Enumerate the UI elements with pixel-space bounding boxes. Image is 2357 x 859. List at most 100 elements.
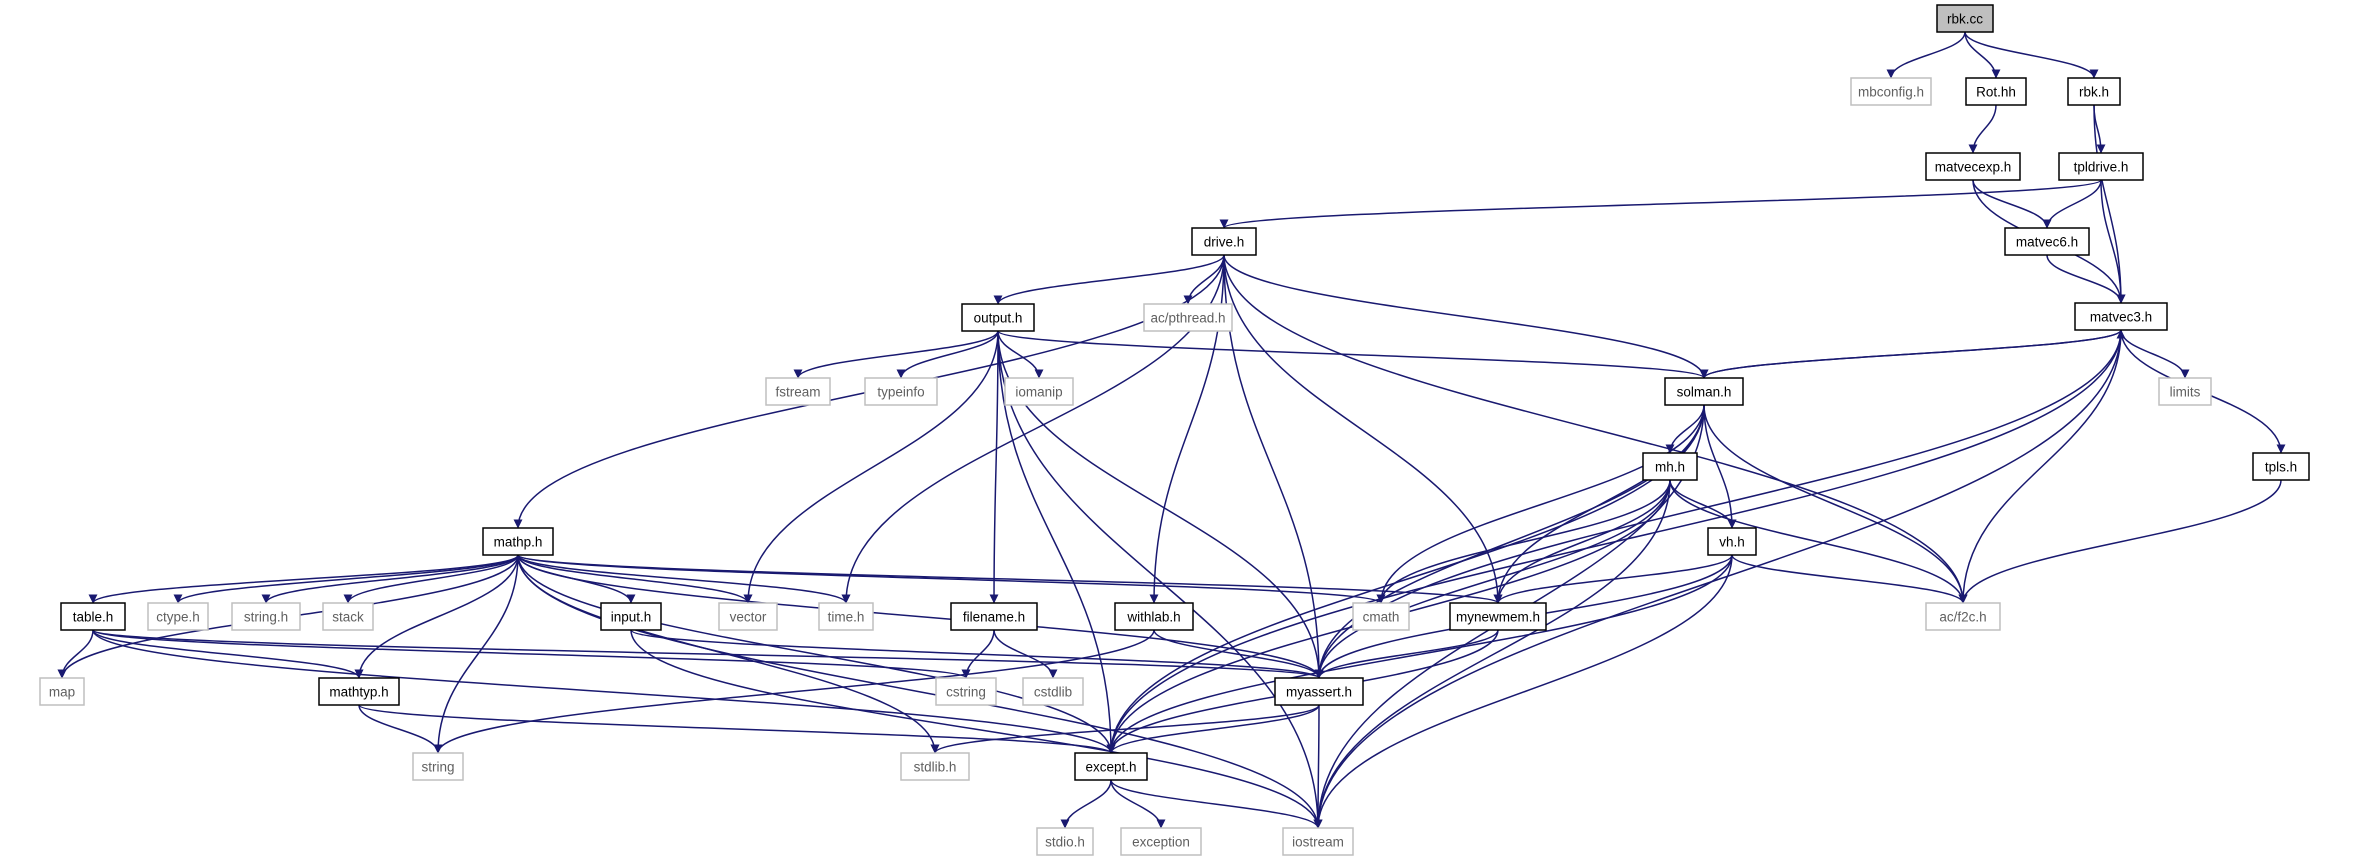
edge-mathp-h-to-mathtyp-h [354,554,519,679]
edge-mathp-h-to-table-h [88,554,519,604]
node-limits: limits [2158,377,2212,406]
node-output-h[interactable]: output.h [961,303,1035,332]
node-box [900,752,970,781]
node-box [2004,227,2090,256]
edge-mathp-h-to-ctype-h [173,554,519,604]
edge-mathp-h-to-mynewmem-h [517,554,1503,604]
node-table-h[interactable]: table.h [60,602,126,631]
edge-output-h-to-typeinfo [896,330,999,379]
node-label: drive.h [1204,235,1245,250]
edge-mathp-h-to-myassert-h [517,554,1324,679]
node-rot-hh[interactable]: Rot.hh [1965,77,2027,106]
node-box [412,752,464,781]
node-label: except.h [1085,760,1136,775]
edge-table-h-to-map [57,629,94,679]
node-box [2074,302,2168,331]
node-input-h[interactable]: input.h [600,602,662,631]
edge-vh-h-to-iostream [1313,554,1733,829]
node-ctype-h: ctype.h [147,602,209,631]
node-box [765,377,831,406]
node-label: tpls.h [2265,460,2297,475]
node-box [1074,752,1148,781]
node-matvec6-h[interactable]: matvec6.h [2004,227,2090,256]
edge-drive-h-to-output-h [993,254,1225,305]
node-solman-h[interactable]: solman.h [1664,377,1744,406]
node-label: ac/pthread.h [1150,311,1225,326]
node-box [2067,77,2121,106]
node-myassert-h[interactable]: myassert.h [1274,677,1364,706]
node-drive-h[interactable]: drive.h [1191,227,1257,256]
node-mathp-h[interactable]: mathp.h [482,527,554,556]
node-label: typeinfo [877,385,924,400]
edge-withlab-h-to-string [433,629,1155,754]
node-box [1449,602,1547,631]
node-label: cstring [946,685,986,700]
node-box [1352,602,1410,631]
node-label: stdio.h [1045,835,1085,850]
node-mynewmem-h[interactable]: mynewmem.h [1449,602,1547,631]
node-time-h: time.h [818,602,874,631]
node-box [1036,827,1094,856]
edge-mathp-h-to-string [433,554,519,754]
node-box [864,377,938,406]
node-filename-h[interactable]: filename.h [950,602,1038,631]
edge-myassert-h-to-iostream [1313,704,1323,829]
edge-rbk-h-to-matvec3-h [2093,104,2126,304]
edge-mathp-h-to-cmath [517,554,1386,604]
edge-output-h-to-solman-h [997,330,1709,379]
edge-rbk-cc-to-rot-hh [1964,31,2001,79]
edge-matvec3-h-to-iostream [1313,329,2122,829]
node-label: mathp.h [494,535,543,550]
edge-rbk-cc-to-rbk-h [1964,31,2099,79]
node-vector: vector [718,602,778,631]
node-box [950,602,1038,631]
node-label: iostream [1292,835,1344,850]
node-mathtyp-h[interactable]: mathtyp.h [318,677,400,706]
node-vh-h[interactable]: vh.h [1707,527,1757,556]
node-label: filename.h [963,610,1025,625]
edge-mathp-h-to-vector [517,554,753,604]
node-label: Rot.hh [1976,85,2016,100]
node-box [147,602,209,631]
node-label: matvec3.h [2090,310,2152,325]
node-box [60,602,126,631]
node-matvec3-h[interactable]: matvec3.h [2074,302,2168,331]
node-box [1282,827,1354,856]
node-box [718,602,778,631]
edge-mathp-h-to-string-h [261,554,519,604]
node-box [1664,377,1744,406]
edge-tpldrive-h-to-matvec3-h [2100,179,2126,304]
node-box [1191,227,1257,256]
node-label: ac/f2c.h [1939,610,1986,625]
node-box [935,677,997,706]
edge-mh-h-to-iostream [1313,479,1671,829]
edge-mathtyp-h-to-string [358,704,443,754]
node-box [1925,602,2001,631]
node-box [2158,377,2212,406]
edge-rot-hh-to-matvecexp-h [1968,104,1997,154]
node-label: time.h [828,610,865,625]
node-label: fstream [775,385,820,400]
node-cstring: cstring [935,677,997,706]
node-string-h: string.h [231,602,301,631]
node-mh-h[interactable]: mh.h [1642,452,1698,481]
edge-rbk-cc-to-mbconfig-h [1886,31,1966,79]
edge-myassert-h-to-stdlib-h [930,704,1320,754]
node-tpls-h[interactable]: tpls.h [2252,452,2310,481]
node-tpldrive-h[interactable]: tpldrive.h [2058,152,2144,181]
node-withlab-h[interactable]: withlab.h [1114,602,1194,631]
edge-output-h-to-iomanip [997,330,1044,379]
node-except-h[interactable]: except.h [1074,752,1148,781]
edge-solman-h-to-vh-h [1703,404,1737,529]
edge-except-h-to-iostream [1110,779,1323,829]
node-box [482,527,554,556]
edge-output-h-to-vector [743,330,999,604]
node-rbk-h[interactable]: rbk.h [2067,77,2121,106]
node-rbk-cc[interactable]: rbk.cc [1936,4,1994,33]
node-matvecexp-h[interactable]: matvecexp.h [1925,152,2021,181]
node-label: ctype.h [156,610,200,625]
edge-solman-h-to-cmath [1376,404,1705,604]
node-typeinfo: typeinfo [864,377,938,406]
node-map: map [39,677,85,706]
